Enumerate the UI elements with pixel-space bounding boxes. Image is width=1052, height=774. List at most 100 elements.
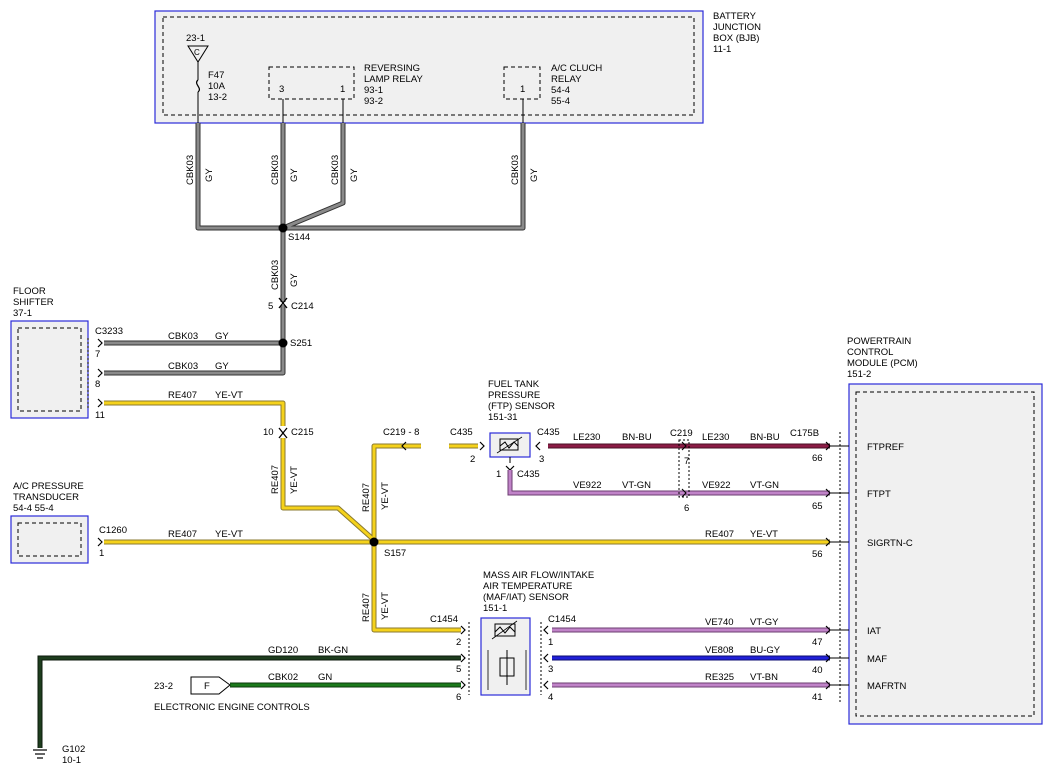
maf-right-wires — [552, 627, 830, 688]
c1454-label-left: C1454 — [430, 614, 458, 625]
wire-label-re407-1: RE407 — [168, 390, 197, 401]
reversing-relay-pin-3: 3 — [279, 84, 284, 95]
wire-label-re407-6: RE407 — [361, 593, 372, 622]
pcm-pin-num-56: 56 — [812, 549, 823, 560]
ground-line-1: G102 — [62, 744, 85, 755]
gy-vertical-labels: CBK03 GY CBK03 GY CBK03 GY CBK03 GY CBK0… — [185, 155, 540, 290]
wire-label-cbk03-h1: CBK03 — [168, 331, 198, 342]
c1260-pin: 1 — [99, 548, 104, 559]
c3233-pin-8: 8 — [95, 379, 100, 390]
wire-label-gy-h1: GY — [215, 331, 229, 342]
reversing-relay-line-4: 93-2 — [364, 96, 383, 107]
c1260-label: C1260 — [99, 525, 127, 536]
wire-label-gy-2: GY — [289, 168, 300, 182]
battery-junction-box: BATTERY JUNCTION BOX (BJB) 11-1 — [154, 10, 761, 124]
splice-s157: S157 — [369, 537, 406, 559]
bjb-label-1: BATTERY — [713, 11, 757, 22]
wire-label-vtgn-1: VT-GN — [622, 480, 651, 491]
wire-label-gy-4: GY — [529, 168, 540, 182]
pcm-pin-num-65: 65 — [812, 501, 823, 512]
pcm-pin-name-ftpt: FTPT — [867, 489, 891, 500]
wire-label-cbk03-5: CBK03 — [270, 260, 281, 290]
c1454-pin-3: 3 — [548, 664, 553, 675]
pcm-pin-iat: IAT 47 — [812, 625, 881, 648]
fuse-connector: C — [194, 48, 200, 57]
pcm-pin-ftpt: FTPT 65 — [812, 488, 891, 512]
floor-shifter-line-2: SHIFTER — [13, 297, 54, 308]
wire-label-bnbu-1: BN-BU — [622, 432, 652, 443]
pcm-pin-maf: MAF 40 — [812, 653, 887, 676]
ac-relay-line-1: A/C CLUCH — [551, 63, 602, 74]
reversing-relay-line-3: 93-1 — [364, 85, 383, 96]
fuse-line-3: 13-2 — [208, 92, 227, 103]
c435-pin-left: 2 — [470, 454, 475, 465]
pcm-pin-num-41: 41 — [812, 692, 823, 703]
wire-label-gy-5: GY — [289, 273, 300, 287]
pcm-pin-name-maf: MAF — [867, 654, 887, 665]
ac-transducer-line-1: A/C PRESSURE — [13, 481, 84, 492]
c1454-pin-5: 5 — [456, 664, 461, 675]
bjb-label-3: BOX (BJB) — [713, 33, 759, 44]
maf-line-4: 151-1 — [483, 603, 507, 614]
ac-relay-pin: 1 — [520, 84, 525, 95]
wire-label-yevt-2: YE-VT — [289, 466, 300, 494]
c1454-pin-6: 6 — [456, 692, 461, 703]
wire-label-cbk03-4: CBK03 — [510, 155, 521, 185]
ac-pressure-transducer: A/C PRESSURE TRANSDUCER 54-4 55-4 C1260 … — [10, 481, 127, 564]
pcm-pin-ftpref: FTPREF 66 — [812, 441, 904, 464]
ftp-line-1: FUEL TANK — [488, 379, 540, 390]
wire-label-ve922-1: VE922 — [573, 480, 602, 491]
s144-label: S144 — [288, 232, 310, 243]
wire-label-ve808: VE808 — [705, 645, 734, 656]
c435-label-left: C435 — [450, 427, 473, 438]
pcm-pin-num-40: 40 — [812, 665, 823, 676]
wire-label-re407-4: RE407 — [168, 529, 197, 540]
connector-c215: 10 C215 — [263, 427, 314, 439]
c1454-label-right: C1454 — [548, 614, 576, 625]
wire-label-yevt-6: YE-VT — [380, 592, 391, 620]
ac-transducer-line-3: 54-4 55-4 — [13, 503, 54, 514]
c219-pin-6: 6 — [684, 503, 689, 514]
wire-label-cbk03-2: CBK03 — [270, 155, 281, 185]
wire-label-gy-h2: GY — [215, 361, 229, 372]
wire-label-cbk03-h2: CBK03 — [168, 361, 198, 372]
wire-label-re407-2: RE407 — [270, 465, 281, 494]
wire-label-bnbu-2: BN-BU — [750, 432, 780, 443]
reversing-relay-pin-1: 1 — [340, 84, 345, 95]
ground-symbol-icon: G102 10-1 — [33, 744, 85, 766]
wire-label-cbk03-3: CBK03 — [330, 155, 341, 185]
floor-shifter-line-1: FLOOR — [13, 286, 46, 297]
c3233-label: C3233 — [95, 326, 123, 337]
c214-label: C214 — [291, 301, 314, 312]
ground-line-2: 10-1 — [62, 755, 81, 766]
c219-8-label: C219 - 8 — [383, 427, 419, 438]
pcm-pin-name-ftpref: FTPREF — [867, 442, 904, 453]
ftp-line-3: (FTP) SENSOR — [488, 401, 555, 412]
pcm-pin-name-iat: IAT — [867, 626, 881, 637]
wire-label-yevt-4: YE-VT — [215, 529, 243, 540]
ac-relay-line-4: 55-4 — [551, 96, 570, 107]
reversing-lamp-relay: 3 1 REVERSING LAMP RELAY 93-1 93-2 — [268, 63, 423, 123]
connector-c219: 7 6 — [678, 439, 690, 514]
c1454-pin-2: 2 — [456, 637, 461, 648]
wire-label-vtbn: VT-BN — [750, 672, 778, 683]
wire-label-re407-5: RE407 — [705, 529, 734, 540]
maf-line-1: MASS AIR FLOW/INTAKE — [483, 570, 594, 581]
c435-pin-bottom: 1 — [496, 469, 501, 480]
yevt-wires — [104, 400, 830, 633]
ftp-line-4: 151-31 — [488, 412, 518, 423]
pcm-pin-sigrtn: SIGRTN-C 56 — [812, 537, 913, 560]
wire-label-le230-2: LE230 — [702, 432, 729, 443]
fuse-f47: 23-1 C F47 10A 13-2 — [186, 33, 227, 123]
pcm-module: POWERTRAIN CONTROL MODULE (PCM) 151-2 FT… — [812, 336, 1043, 725]
wire-label-vtgy: VT-GY — [750, 617, 779, 628]
wire-label-bugy: BU-GY — [750, 645, 781, 656]
wire-label-yevt-3: YE-VT — [380, 482, 391, 510]
splice-s251: S251 — [278, 338, 312, 349]
wire-label-ve740: VE740 — [705, 617, 734, 628]
wire-label-le230-1: LE230 — [573, 432, 600, 443]
wire-label-cbk03-1: CBK03 — [185, 155, 196, 185]
ac-transducer-line-2: TRANSDUCER — [13, 492, 79, 503]
c435-pin-right: 3 — [539, 454, 544, 465]
